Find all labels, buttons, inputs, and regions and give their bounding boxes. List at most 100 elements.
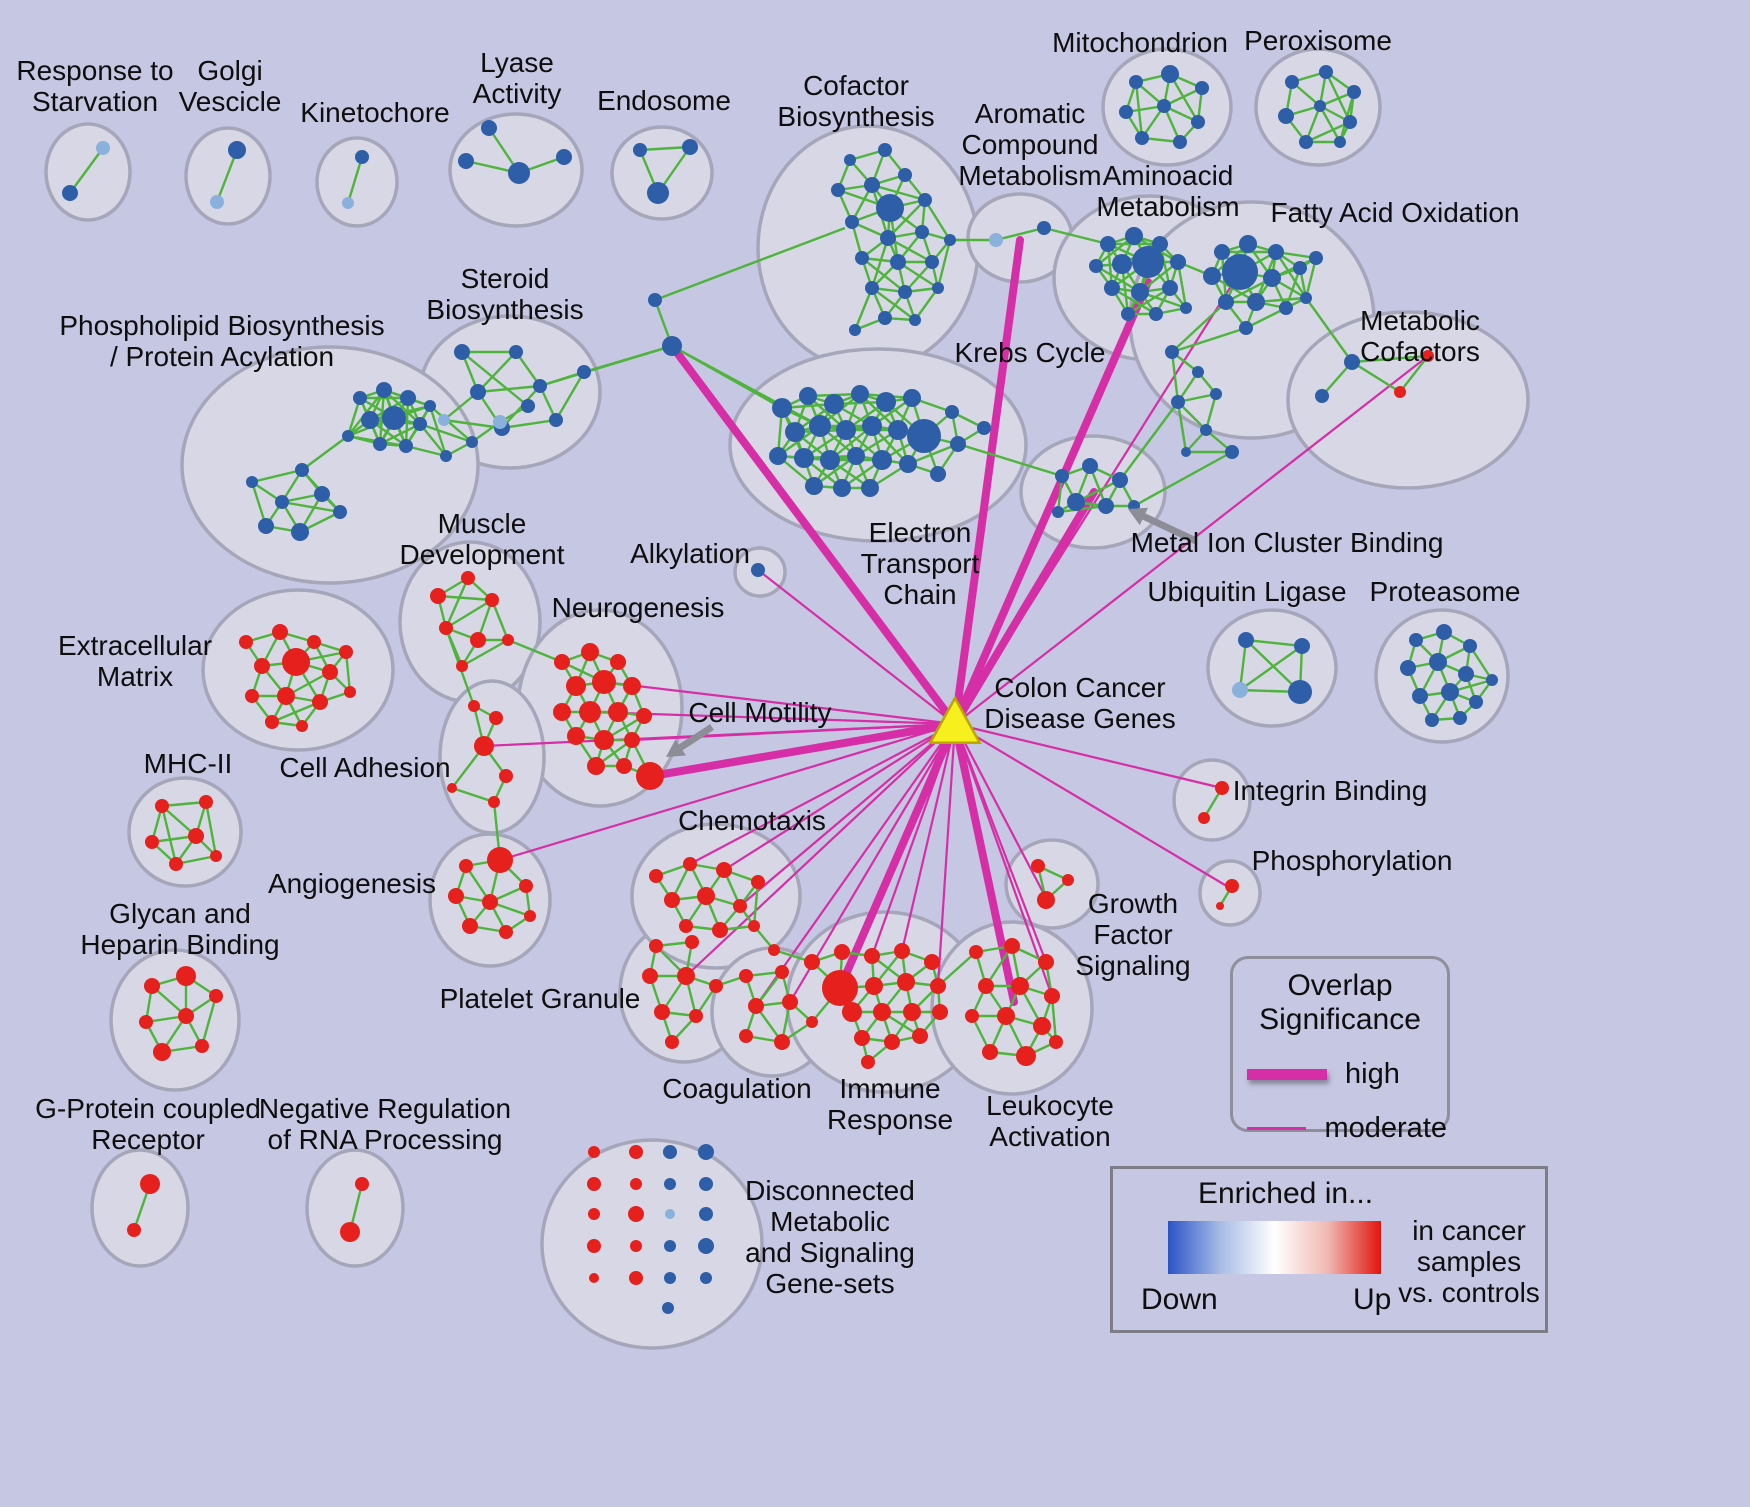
gene-set-node-extracellular-matrix[interactable] [272, 624, 288, 640]
gene-set-node-cofactor-biosynthesis[interactable] [915, 225, 929, 239]
gene-set-node-chemotaxis[interactable] [697, 887, 715, 905]
gene-set-node-cofactor-biosynthesis[interactable] [890, 254, 906, 270]
gene-set-node-leukocyte-activation[interactable] [997, 1007, 1015, 1025]
gene-set-node-fatty-acid-oxidation[interactable] [1222, 254, 1258, 290]
gene-set-node-cell-adhesion[interactable] [447, 783, 457, 793]
gene-set-node-proteasome[interactable] [1458, 666, 1474, 682]
gene-set-node-phospholipid-biosynthesis-protein-acylation[interactable] [333, 505, 347, 519]
gene-set-node-phospholipid-biosynthesis-protein-acylation[interactable] [275, 495, 289, 509]
gene-set-node-chemotaxis[interactable] [733, 899, 747, 913]
gene-set-node-electron-transport-chain[interactable] [861, 479, 879, 497]
gene-set-node-growth-factor-signaling[interactable] [1031, 859, 1045, 873]
gene-set-node-phospholipid-biosynthesis-protein-acylation[interactable] [382, 406, 406, 430]
gene-set-node-immune-response[interactable] [864, 948, 880, 964]
gene-set-node-phospholipid-biosynthesis-protein-acylation[interactable] [400, 390, 416, 406]
gene-set-node-extracellular-matrix[interactable] [312, 694, 328, 710]
gene-set-node-cofactor-biosynthesis[interactable] [918, 193, 932, 207]
gene-set-node-disconnected-gene-sets[interactable] [628, 1206, 644, 1222]
gene-set-node-platelet-granule[interactable] [665, 1035, 679, 1049]
gene-set-node-golgi-vescicle[interactable] [210, 195, 224, 209]
gene-set-node-neurogenesis[interactable] [566, 676, 586, 696]
gene-set-node-steroid-biosynthesis[interactable] [470, 384, 486, 400]
gene-set-node-aminoacid-metabolism[interactable] [1121, 307, 1135, 321]
gene-set-node-immune-response[interactable] [924, 954, 940, 970]
gene-set-node-mitochondrion[interactable] [1173, 135, 1187, 149]
gene-set-node-disconnected-gene-sets[interactable] [699, 1177, 713, 1191]
gene-set-node-g-protein-coupled-receptor[interactable] [127, 1223, 141, 1237]
gene-set-node-leukocyte-activation[interactable] [1049, 1035, 1063, 1049]
gene-set-node-electron-transport-chain[interactable] [772, 398, 792, 418]
gene-set-node-growth-factor-signaling[interactable] [1037, 891, 1055, 909]
gene-set-node-disconnected-gene-sets[interactable] [664, 1178, 676, 1190]
gene-set-node-neurogenesis[interactable] [567, 727, 585, 745]
gene-set-node-cofactor-biosynthesis[interactable] [849, 324, 861, 336]
gene-set-node-proteasome[interactable] [1409, 633, 1423, 647]
gene-set-node-metabolic-cofactors[interactable] [1422, 350, 1434, 362]
gene-set-node-fatty-acid-oxidation[interactable] [1192, 366, 1204, 378]
gene-set-node-disconnected-gene-sets[interactable] [630, 1240, 642, 1252]
gene-set-node-muscle-development[interactable] [456, 660, 468, 672]
gene-set-node-neurogenesis[interactable] [553, 703, 571, 721]
gene-set-node-phospholipid-biosynthesis-protein-acylation[interactable] [466, 436, 478, 448]
gene-set-node-fatty-acid-oxidation[interactable] [1218, 294, 1234, 310]
gene-set-node-aminoacid-metabolism[interactable] [1112, 254, 1132, 274]
gene-set-node-aminoacid-metabolism[interactable] [1100, 236, 1116, 252]
gene-set-node-peroxisome[interactable] [1347, 85, 1361, 99]
gene-set-node-platelet-granule[interactable] [649, 939, 663, 953]
gene-set-node-glycan-heparin-binding[interactable] [178, 1008, 194, 1024]
gene-set-node-leukocyte-activation[interactable] [978, 978, 994, 994]
gene-set-node-disconnected-gene-sets[interactable] [698, 1144, 714, 1160]
gene-set-node-mitochondrion[interactable] [1135, 131, 1149, 145]
gene-set-node-proteasome[interactable] [1453, 711, 1467, 725]
gene-set-node-fatty-acid-oxidation[interactable] [1210, 388, 1222, 400]
gene-set-node-neurogenesis[interactable] [554, 654, 570, 670]
gene-set-node-neurogenesis[interactable] [636, 708, 652, 724]
gene-set-node-cofactor-biosynthesis[interactable] [925, 255, 939, 269]
gene-set-node-proteasome[interactable] [1429, 653, 1447, 671]
gene-set-node-angiogenesis[interactable] [487, 847, 513, 873]
gene-set-node-electron-transport-chain[interactable] [836, 420, 856, 440]
gene-set-node-disconnected-gene-sets[interactable] [662, 1302, 674, 1314]
gene-set-node-extracellular-matrix[interactable] [254, 658, 270, 674]
gene-set-node-fatty-acid-oxidation[interactable] [1203, 267, 1221, 285]
gene-set-node-phospholipid-biosynthesis-protein-acylation[interactable] [258, 518, 274, 534]
gene-set-node-phospholipid-biosynthesis-protein-acylation[interactable] [373, 437, 387, 451]
gene-set-node-leukocyte-activation[interactable] [1038, 954, 1054, 970]
gene-set-node-mitochondrion[interactable] [1129, 75, 1143, 89]
gene-set-node-disconnected-gene-sets[interactable] [630, 1178, 642, 1190]
gene-set-node-leukocyte-activation[interactable] [1033, 1017, 1051, 1035]
gene-set-node-proteasome[interactable] [1469, 695, 1483, 709]
gene-set-node-connector[interactable] [662, 336, 682, 356]
gene-set-node-immune-response[interactable] [903, 1003, 921, 1021]
gene-set-node-leukocyte-activation[interactable] [969, 945, 983, 959]
gene-set-node-fatty-acid-oxidation[interactable] [1239, 235, 1257, 253]
gene-set-node-mhc-ii[interactable] [199, 795, 213, 809]
gene-set-node-negative-regulation-of-rna-processing[interactable] [340, 1222, 360, 1242]
gene-set-node-immune-response[interactable] [897, 973, 915, 991]
gene-set-node-leukocyte-activation[interactable] [1004, 938, 1020, 954]
gene-set-node-electron-transport-chain[interactable] [824, 394, 844, 414]
gene-set-node-cofactor-biosynthesis[interactable] [844, 154, 856, 166]
gene-set-node-neurogenesis[interactable] [624, 732, 640, 748]
gene-set-node-steroid-biosynthesis[interactable] [438, 414, 450, 426]
gene-set-node-growth-factor-signaling[interactable] [1062, 874, 1074, 886]
gene-set-node-steroid-biosynthesis[interactable] [577, 365, 591, 379]
gene-set-node-immune-response[interactable] [861, 1055, 875, 1069]
gene-set-node-cofactor-biosynthesis[interactable] [944, 234, 956, 246]
gene-set-node-mhc-ii[interactable] [155, 799, 169, 813]
gene-set-node-proteasome[interactable] [1425, 713, 1439, 727]
gene-set-node-ubiquitin-ligase[interactable] [1288, 680, 1312, 704]
gene-set-node-extracellular-matrix[interactable] [277, 687, 295, 705]
gene-set-node-phospholipid-biosynthesis-protein-acylation[interactable] [361, 411, 379, 429]
gene-set-node-cell-adhesion[interactable] [489, 711, 503, 725]
gene-set-node-muscle-development[interactable] [502, 634, 514, 646]
gene-set-node-electron-transport-chain[interactable] [977, 421, 991, 435]
gene-set-node-chemotaxis[interactable] [683, 857, 697, 871]
gene-set-node-muscle-development[interactable] [470, 632, 486, 648]
gene-set-node-phospholipid-biosynthesis-protein-acylation[interactable] [291, 523, 309, 541]
gene-set-node-neurogenesis[interactable] [616, 758, 632, 774]
gene-set-node-angiogenesis[interactable] [482, 894, 498, 910]
gene-set-node-phospholipid-biosynthesis-protein-acylation[interactable] [440, 450, 452, 462]
gene-set-node-aminoacid-metabolism[interactable] [1162, 280, 1178, 296]
gene-set-node-chemotaxis[interactable] [751, 875, 765, 889]
